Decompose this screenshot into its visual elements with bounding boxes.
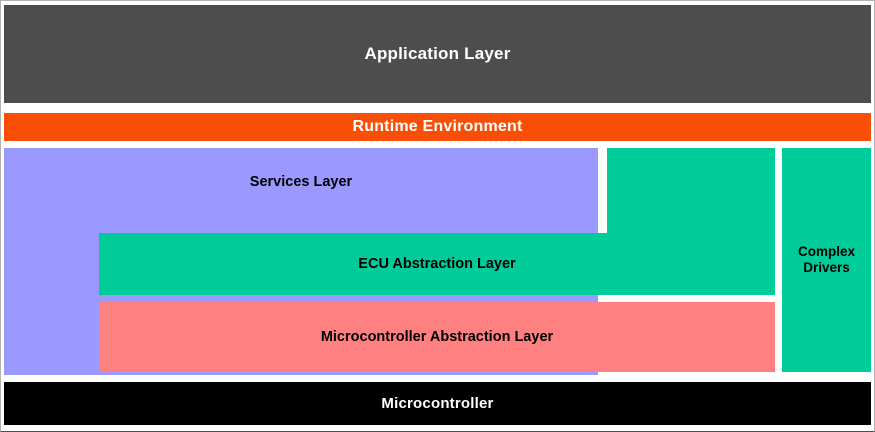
layer-complex-drivers-label-line1: Complex [797,244,855,260]
layer-application: Application Layer [4,5,871,103]
layer-runtime-environment-label: Runtime Environment [352,117,523,135]
layer-microcontroller: Microcontroller [4,382,871,425]
layer-microcontroller-abstraction-label: Microcontroller Abstraction Layer [320,328,554,345]
layer-services-left-column [4,148,95,375]
layer-runtime-environment: Runtime Environment [4,113,871,141]
layer-complex-drivers: Complex Drivers [782,148,871,372]
layer-microcontroller-abstraction: Microcontroller Abstraction Layer [99,302,775,372]
layer-services-label: Services Layer [249,174,353,190]
layer-application-label: Application Layer [364,44,511,64]
layer-complex-drivers-label: Complex Drivers [798,244,855,275]
layer-ecu-abstraction: ECU Abstraction Layer [99,233,775,295]
layer-microcontroller-label: Microcontroller [381,394,494,412]
layer-complex-drivers-label-line2: Drivers [803,260,850,275]
layer-ecu-abstraction-label: ECU Abstraction Layer [358,255,516,272]
